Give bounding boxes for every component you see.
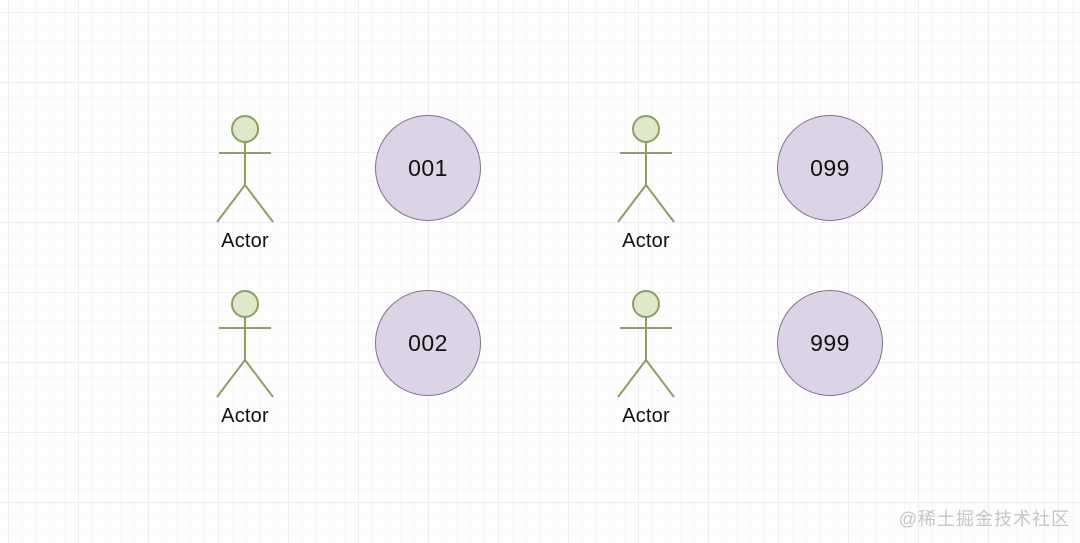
actor-node: Actor xyxy=(214,289,276,428)
actor-node: Actor xyxy=(615,114,677,253)
actor-stick-figure-icon xyxy=(617,115,675,223)
actor-label: Actor xyxy=(622,230,670,252)
actor-label: Actor xyxy=(622,405,670,427)
usecase-label: 999 xyxy=(810,329,850,356)
actor-stick-figure-icon xyxy=(216,290,274,398)
actor-node: Actor xyxy=(214,114,276,253)
watermark: @稀土掘金技术社区 xyxy=(898,509,1070,529)
actor-stick-figure-icon xyxy=(617,290,675,398)
actor-node: Actor xyxy=(615,289,677,428)
actor-label: Actor xyxy=(221,405,269,427)
usecase-label: 002 xyxy=(408,329,448,356)
usecase-label: 001 xyxy=(408,154,448,181)
actor-label: Actor xyxy=(221,230,269,252)
usecase-node: 099 xyxy=(777,115,883,221)
usecase-node: 999 xyxy=(777,290,883,396)
usecase-node: 001 xyxy=(375,115,481,221)
usecase-node: 002 xyxy=(375,290,481,396)
actor-stick-figure-icon xyxy=(216,115,274,223)
usecase-label: 099 xyxy=(810,154,850,181)
